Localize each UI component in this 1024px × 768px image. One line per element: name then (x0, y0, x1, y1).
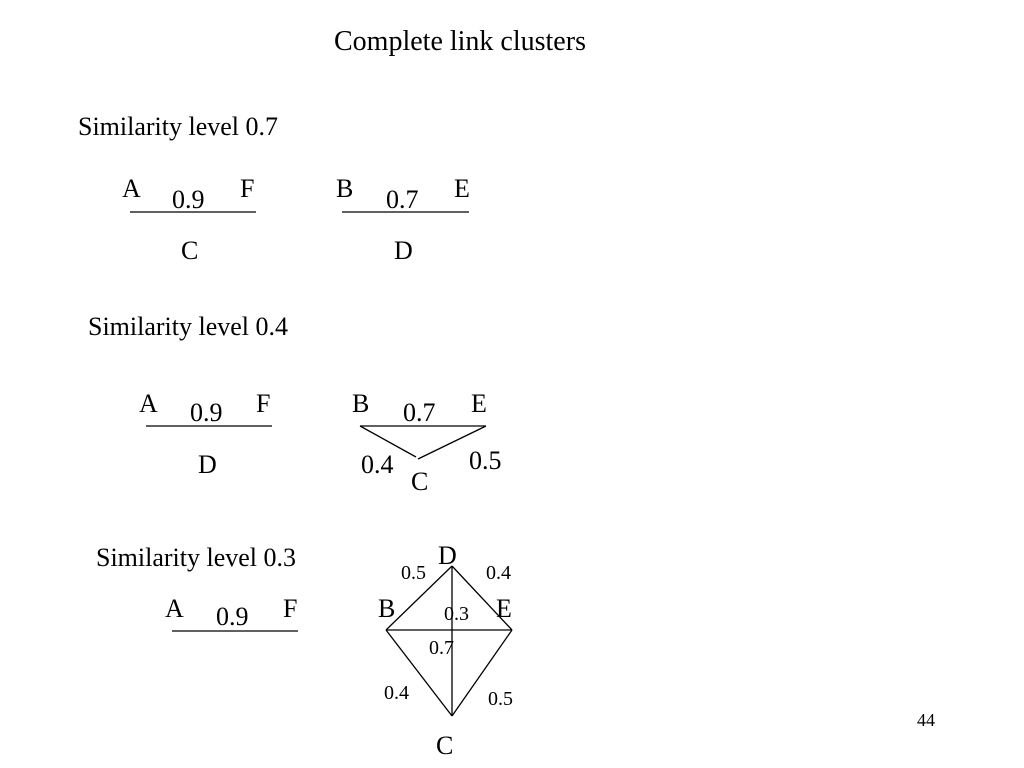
edge-d-e-3 (451, 565, 513, 631)
node-e: E (496, 594, 512, 623)
node-a: A (122, 174, 141, 203)
node-f: F (256, 389, 271, 418)
weight-b-c: 0.4 (384, 682, 409, 704)
node-f: F (240, 174, 255, 203)
node-b: B (352, 389, 370, 418)
edge-e-c-3 (451, 629, 513, 717)
edge-d-b-3 (385, 565, 453, 631)
weight-e-c: 0.5 (488, 688, 513, 710)
node-c: C (436, 731, 454, 760)
weight-d-e: 0.4 (486, 562, 511, 584)
node-b: B (336, 174, 354, 203)
weight-a-f: 0.9 (216, 602, 249, 631)
weight-b-c: 0.4 (361, 450, 394, 479)
weight-d-c: 0.3 (444, 603, 469, 625)
level-label-0-7: Similarity level 0.7 (78, 112, 279, 141)
node-b: B (378, 594, 396, 623)
node-f: F (283, 594, 298, 623)
slide-title: Complete link clusters (334, 26, 586, 57)
weight-b-e: 0.7 (429, 637, 454, 659)
edge-e-c-2 (417, 425, 487, 460)
weight-a-f: 0.9 (190, 398, 223, 427)
weight-b-e: 0.7 (403, 398, 436, 427)
node-e: E (454, 174, 470, 203)
weight-b-e: 0.7 (386, 185, 419, 214)
page-number: 44 (917, 710, 935, 730)
level-label-0-4: Similarity level 0.4 (88, 312, 289, 341)
node-c: C (411, 467, 429, 496)
node-e: E (471, 389, 487, 418)
weight-a-f: 0.9 (172, 185, 205, 214)
node-a: A (165, 594, 184, 623)
node-c: C (181, 236, 199, 265)
node-d: D (198, 450, 217, 479)
node-d: D (438, 541, 457, 570)
level-label-0-3: Similarity level 0.3 (96, 543, 297, 572)
weight-d-b: 0.5 (401, 562, 426, 584)
weight-e-c: 0.5 (469, 446, 502, 475)
edge-b-c-2 (359, 425, 417, 458)
node-d: D (394, 236, 413, 265)
edge-b-c-3 (385, 629, 453, 717)
node-a: A (139, 389, 158, 418)
